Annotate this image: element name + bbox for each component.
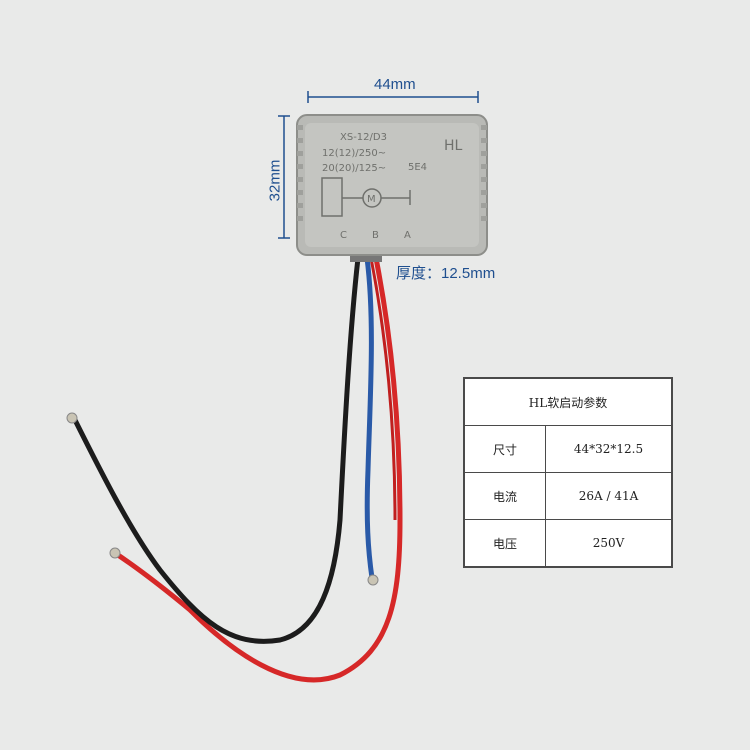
model-label: XS-12/D3	[340, 132, 387, 143]
spec-value: 26A / 41A	[545, 472, 673, 520]
blue-wire-tip	[367, 574, 379, 586]
dimension-lines	[278, 91, 479, 239]
terminal-b: B	[372, 230, 379, 241]
spec-table-title: HL软启动参数	[463, 377, 673, 426]
red-wire-strand	[369, 257, 397, 521]
table-row: 尺寸 44*32*12.5	[463, 425, 673, 473]
spec-label: 电流	[463, 472, 546, 520]
terminal-c: C	[340, 230, 347, 241]
spec-label: 尺寸	[463, 425, 546, 473]
black-wire-tip	[66, 412, 78, 424]
code-label: 5E4	[408, 162, 427, 173]
black-wire	[72, 257, 361, 644]
spec-table: HL软启动参数 尺寸 44*32*12.5 电流 26A / 41A 电压 25…	[463, 377, 673, 568]
table-row: 电压 250V	[463, 519, 673, 568]
soft-start-module: XS-12/D3 HL 12(12)/250~ 5E4 20(20)/125~ …	[296, 114, 488, 256]
wires	[66, 250, 403, 683]
spec-value: 44*32*12.5	[545, 425, 673, 473]
red-wire-tip	[109, 547, 121, 559]
brand-label: HL	[444, 138, 463, 154]
blue-wire	[364, 257, 375, 579]
thickness-label: 厚度：12.5mm	[396, 265, 496, 282]
rating-line-2: 20(20)/125~	[322, 163, 386, 174]
table-row: 电流 26A / 41A	[463, 472, 673, 520]
height-dimension-label: 32mm	[266, 159, 284, 202]
red-wire	[116, 257, 403, 683]
spec-value: 250V	[545, 519, 673, 568]
width-dimension-label: 44mm	[374, 76, 416, 93]
circuit-diagram-icon	[321, 177, 411, 217]
terminal-a: A	[404, 230, 411, 241]
motor-symbol: M	[367, 194, 376, 205]
spec-label: 电压	[463, 519, 546, 568]
rating-line-1: 12(12)/250~	[322, 148, 386, 159]
